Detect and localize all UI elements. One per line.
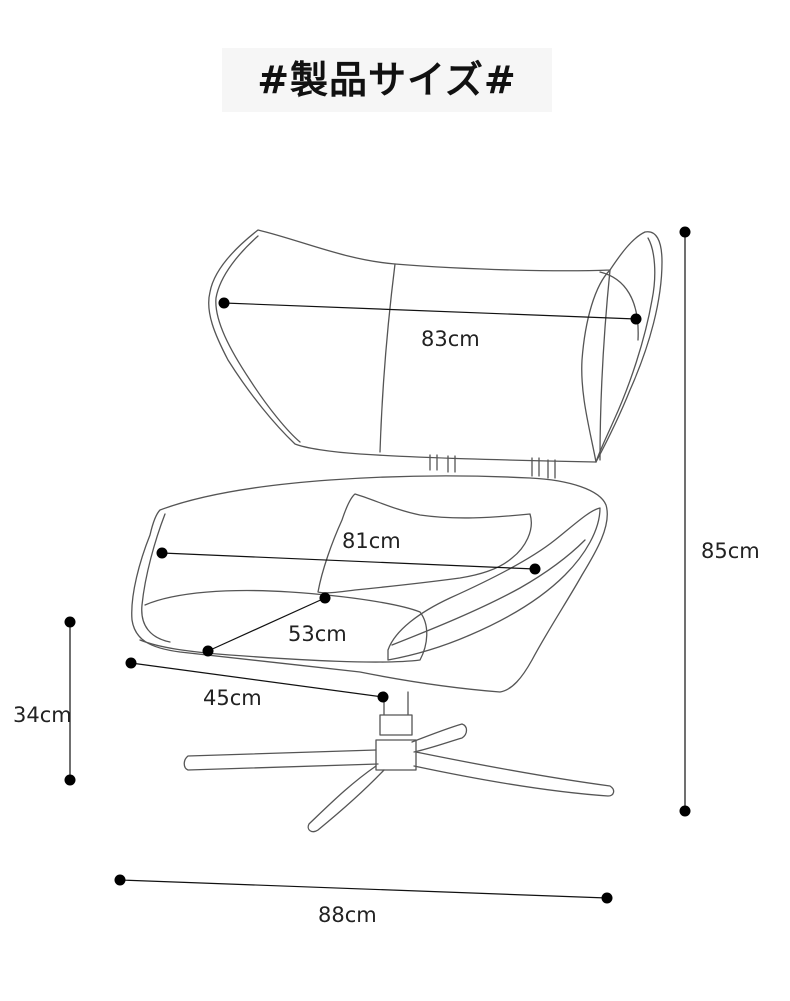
headrest-seam-right [599, 269, 611, 461]
base-leg-left [183, 749, 379, 771]
seat-front-label: 45cm [203, 686, 262, 710]
headrest-wing-edge [595, 237, 656, 463]
base-hub [375, 739, 417, 771]
marker-dot [114, 874, 126, 886]
base-width-label: 88cm [318, 903, 377, 927]
marker-dot [319, 592, 331, 604]
seat-width-label: 81cm [342, 529, 401, 553]
marker-dot [64, 774, 76, 786]
seat-height-label: 34cm [13, 703, 72, 727]
headrest-inner-edge [215, 235, 301, 443]
armrest [387, 507, 601, 661]
chair-outline [131, 229, 663, 833]
headrest-width-line [223, 302, 637, 320]
marker-dot [601, 892, 613, 904]
marker-dot [125, 657, 137, 669]
marker-dot [156, 547, 168, 559]
marker-dot [679, 805, 691, 817]
seat-depth-line [207, 597, 326, 652]
marker-dot [218, 297, 230, 309]
marker-dot [529, 563, 541, 575]
base-width-line [119, 879, 608, 899]
marker-dot [630, 313, 642, 325]
headrest-width-label: 83cm [421, 327, 480, 351]
base-leg-back [411, 723, 468, 753]
marker-dot [679, 226, 691, 238]
marker-dot [64, 616, 76, 628]
seat-depth-label: 53cm [288, 622, 347, 646]
title-banner: #製品サイズ# [222, 48, 552, 112]
seat-shell-inner-rim [141, 513, 171, 643]
base-leg-front [307, 765, 385, 833]
base-leg-right [413, 751, 615, 797]
headrest-back-edge [599, 271, 639, 341]
back-connector [429, 454, 556, 479]
dimension-markers [64, 226, 691, 904]
seat-cushion [139, 589, 428, 663]
seat-width-line [161, 552, 536, 570]
pillow [317, 493, 532, 594]
marker-dot [202, 645, 214, 657]
dimension-lines [69, 232, 686, 899]
marker-dot [377, 691, 389, 703]
headrest-seam-left [379, 263, 396, 453]
armrest-inner [391, 539, 586, 646]
seat-front-line [130, 662, 384, 698]
headrest-outline [208, 229, 663, 463]
page-title: #製品サイズ# [257, 58, 517, 102]
headrest-wing-fold [581, 269, 611, 463]
seat-shell-outline [131, 475, 608, 693]
total-height-label: 85cm [701, 539, 760, 563]
